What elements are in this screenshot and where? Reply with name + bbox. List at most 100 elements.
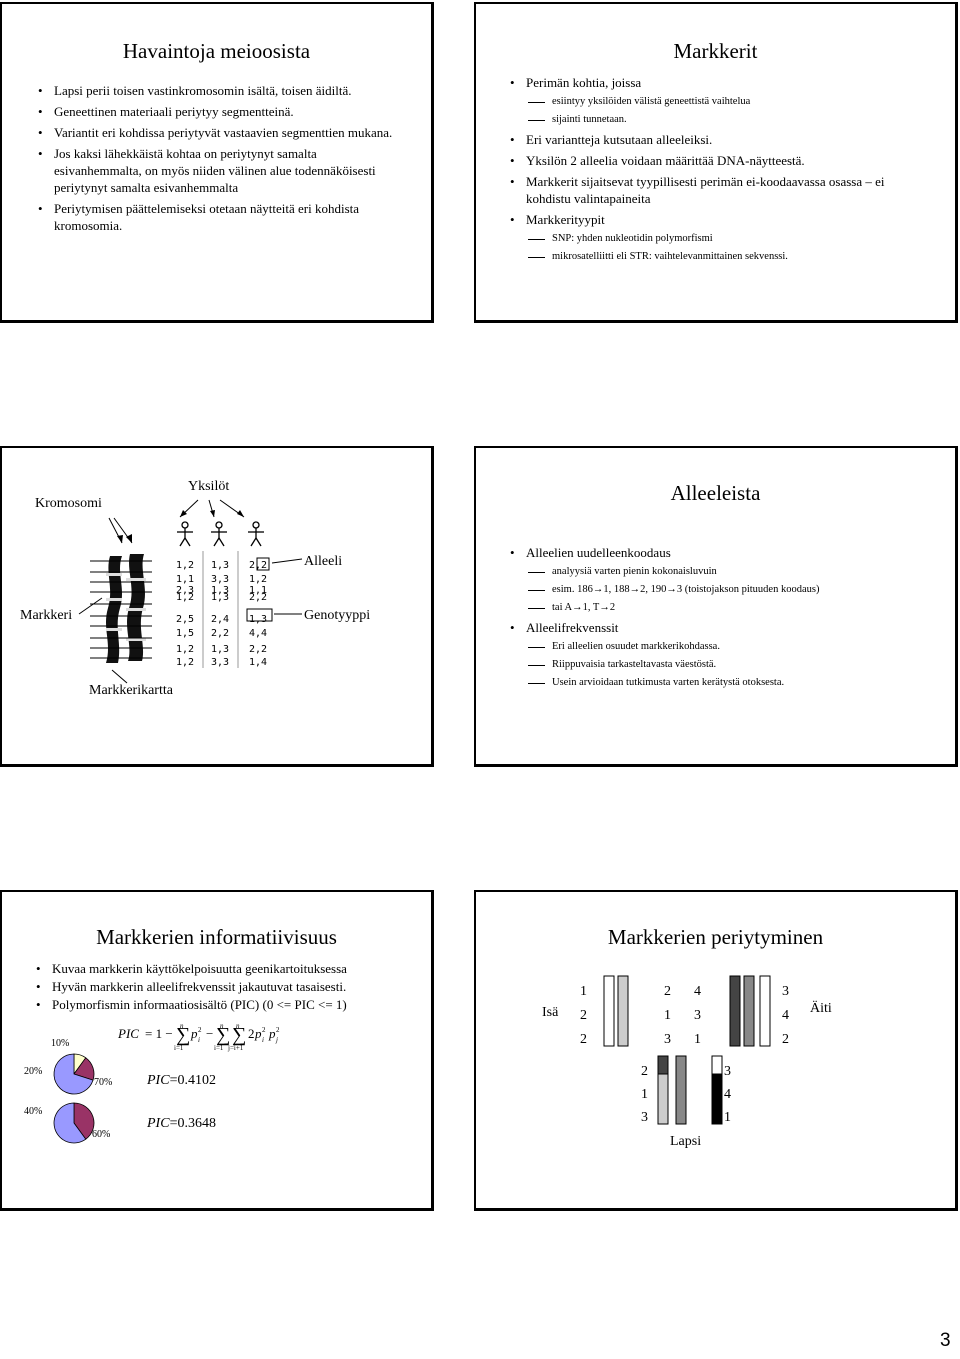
svg-text:p: p bbox=[268, 1026, 276, 1041]
bullet-list: Kuvaa markkerin käyttökelpoisuutta geeni… bbox=[34, 960, 424, 1017]
allele-value: 4 bbox=[724, 1087, 731, 1102]
slide-informatiivisuus: Markkerien informatiivisuus Kuvaa markke… bbox=[0, 890, 434, 1211]
markkerikartta-diagram bbox=[78, 499, 303, 684]
pic-value: =0.4102 bbox=[169, 1073, 216, 1088]
label-alleeli: Alleeli bbox=[304, 554, 343, 569]
list-item: Alleelien uudelleenkoodaus bbox=[508, 544, 948, 561]
svg-text:2: 2 bbox=[262, 1026, 266, 1034]
list-item: Jos kaksi lähekkäistä kohtaa on periytyn… bbox=[36, 145, 396, 196]
list-item: analyysiä varten pienin kokonaisluvuin bbox=[508, 565, 948, 578]
pic-result-2: PIC=0.3648 bbox=[147, 1116, 216, 1132]
aiti-haplotype-1: 4 3 1 bbox=[694, 980, 701, 1052]
pie-slice bbox=[73, 1102, 95, 1140]
list-item: Polymorfismin informaatiosisältö (PIC) (… bbox=[34, 996, 424, 1013]
genotype-value: 1,1 bbox=[249, 585, 268, 596]
allele-value: 1 bbox=[664, 1008, 671, 1023]
genotype-value: 1,2 bbox=[176, 560, 195, 571]
allele-value: 2 bbox=[641, 1064, 648, 1079]
list-item: Geneettinen materiaali periytyy segmentt… bbox=[36, 103, 396, 120]
genotype-column-3: 2,2 1,2 1,1 2,2 1,3 4,4 2,2 1,4 bbox=[249, 560, 267, 668]
label-kromosomi: Kromosomi bbox=[35, 496, 102, 511]
slide-title: Havaintoja meioosista bbox=[122, 39, 311, 63]
page-number: 3 bbox=[940, 1330, 951, 1351]
pic-value: =0.3648 bbox=[169, 1116, 216, 1131]
genotype-value: 2,2 bbox=[249, 592, 268, 603]
genotype-value: 1,5 bbox=[176, 628, 195, 639]
pic-result-1: PIC=0.4102 bbox=[147, 1073, 216, 1089]
allele-value: 3 bbox=[782, 984, 789, 999]
bullet-list: Perimän kohtia, joissa esiintyy yksilöid… bbox=[508, 74, 928, 268]
list-item: Kuvaa markkerin käyttökelpoisuutta geeni… bbox=[34, 960, 424, 977]
allele-value: 1 bbox=[580, 984, 587, 999]
genotype-value: 1,1 bbox=[176, 574, 195, 585]
isa-haplotype-1: 1 2 2 bbox=[580, 980, 587, 1052]
svg-text:i=1: i=1 bbox=[174, 1044, 184, 1052]
label-isa: Isä bbox=[542, 1005, 559, 1020]
genotype-value: 1,3 bbox=[211, 592, 230, 603]
genotype-column-1: 1,2 1,1 2,3 1,2 2,5 1,5 1,2 1,2 bbox=[176, 560, 194, 668]
svg-text:p: p bbox=[190, 1026, 198, 1041]
svg-text:= 1 −: = 1 − bbox=[145, 1026, 173, 1041]
svg-text:PIC: PIC bbox=[117, 1026, 139, 1041]
svg-text:∑: ∑ bbox=[216, 1024, 230, 1046]
allele-value: 1 bbox=[724, 1110, 731, 1125]
pie-chart-1 bbox=[53, 1053, 95, 1095]
genotype-value: 1,2 bbox=[176, 657, 195, 668]
allele-value: 2 bbox=[664, 984, 671, 999]
lapsi-haplotype-2: 3 4 1 bbox=[724, 1060, 731, 1129]
label-markkerikartta: Markkerikartta bbox=[89, 683, 173, 698]
pic-formula: PIC = 1 − ∑ n i=1 p i 2 − ∑ n i=1 ∑ n j=… bbox=[117, 1022, 280, 1052]
svg-text:j=i+1: j=i+1 bbox=[227, 1044, 244, 1052]
label-lapsi: Lapsi bbox=[670, 1134, 702, 1149]
allele-value: 2 bbox=[580, 1008, 587, 1023]
allele-value: 1 bbox=[641, 1087, 648, 1102]
chromosome-bars bbox=[603, 975, 771, 1125]
svg-text:i: i bbox=[262, 1036, 264, 1044]
slide-title: Alleeleista bbox=[670, 481, 761, 505]
allele-value: 3 bbox=[694, 1008, 701, 1023]
genotype-value: 2,4 bbox=[211, 614, 230, 625]
isa-haplotype-2: 2 1 3 bbox=[664, 980, 671, 1052]
svg-text:i: i bbox=[198, 1036, 200, 1044]
allele-value: 2 bbox=[782, 1032, 789, 1047]
list-item: Eri variantteja kutsutaan alleeleiksi. bbox=[508, 131, 928, 148]
pic-label: PIC bbox=[147, 1116, 170, 1131]
slide-meioosi: Havaintoja meioosista Lapsi perii toisen… bbox=[0, 2, 434, 323]
allele-value: 3 bbox=[724, 1064, 731, 1079]
allele-value: 1 bbox=[694, 1032, 701, 1047]
genotype-value: 3,3 bbox=[211, 657, 230, 668]
slide-alleeleista: Alleeleista Alleelien uudelleenkoodaus a… bbox=[474, 446, 958, 767]
pie-slice bbox=[53, 1102, 87, 1144]
genotype-value: 1,2 bbox=[176, 644, 195, 655]
genotype-value: 1,4 bbox=[249, 657, 268, 668]
svg-text:n: n bbox=[180, 1022, 184, 1030]
svg-text:2: 2 bbox=[198, 1026, 202, 1034]
pie-label: 20% bbox=[24, 1066, 43, 1077]
list-item: Eri alleelien osuudet markkerikohdassa. bbox=[508, 640, 948, 653]
allele-value: 2 bbox=[580, 1032, 587, 1047]
svg-text:∑: ∑ bbox=[232, 1024, 246, 1046]
pie-slice bbox=[53, 1053, 94, 1095]
list-item: tai A→1, T→2 bbox=[508, 601, 948, 614]
svg-text:2: 2 bbox=[248, 1026, 255, 1041]
pic-label: PIC bbox=[147, 1073, 170, 1088]
list-item: Markkerit sijaitsevat tyypillisesti peri… bbox=[508, 173, 928, 207]
list-item: Alleelifrekvenssit bbox=[508, 619, 948, 636]
genotype-value: 1,3 bbox=[249, 614, 268, 625]
svg-text:2: 2 bbox=[276, 1026, 280, 1034]
list-item: Markkerityypit bbox=[508, 211, 928, 228]
list-item: Usein arvioidaan tutkimusta varten kerät… bbox=[508, 676, 948, 689]
svg-text:p: p bbox=[254, 1026, 262, 1041]
pie-label: 40% bbox=[24, 1106, 43, 1117]
allele-value: 3 bbox=[641, 1110, 648, 1125]
genotype-value: 1,3 bbox=[211, 644, 230, 655]
bullet-list: Lapsi perii toisen vastinkromosomin isäl… bbox=[36, 82, 396, 238]
list-item: SNP: yhden nukleotidin polymorfismi bbox=[508, 232, 928, 245]
slide-markkerikartta: Kromosomi Yksilöt Markkeri Markkerikartt… bbox=[0, 446, 434, 767]
genotype-value: 1,2 bbox=[249, 574, 268, 585]
svg-text:−: − bbox=[206, 1026, 213, 1041]
allele-value: 4 bbox=[694, 984, 701, 999]
list-item: esim. 186→1, 188→2, 190→3 (toistojakson … bbox=[508, 583, 948, 596]
label-markkeri: Markkeri bbox=[20, 608, 73, 623]
allele-value: 3 bbox=[664, 1032, 671, 1047]
